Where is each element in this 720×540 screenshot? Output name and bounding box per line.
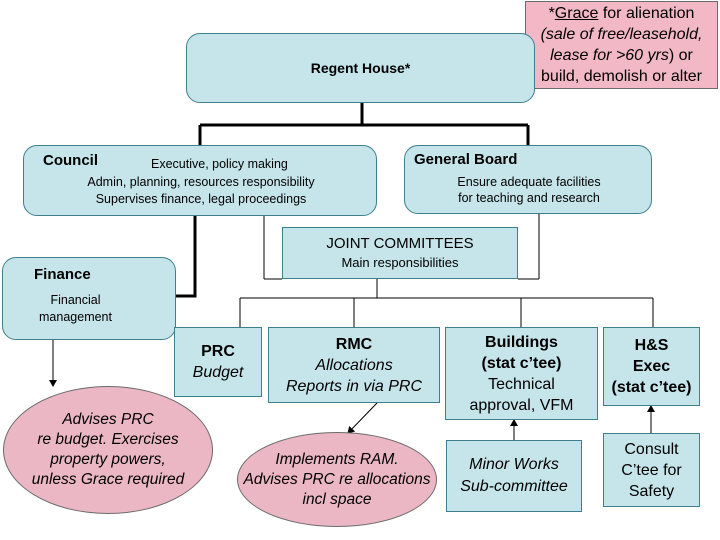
buildings-line-1: Technical [488, 375, 555, 393]
grace-line4: build, demolish or alter [541, 68, 702, 85]
council-line-2: Admin, planning, resources responsibilit… [87, 175, 315, 189]
grace-line1-suffix: for alienation [598, 5, 695, 22]
joint-committees-subtitle: Main responsibilities [341, 255, 459, 270]
rmc-note-line-3: incl space [302, 490, 372, 508]
finance-note-line-1: Advises PRC [62, 411, 154, 428]
rmc-box: RMC Allocations Reports in via PRC [268, 327, 440, 403]
committee-connectors [239, 214, 654, 327]
grace-term: Grace [554, 5, 599, 22]
council-box: Council Executive, policy making Admin, … [23, 145, 377, 216]
hs-exec-title: H&S [634, 337, 669, 354]
finance-note-ellipse: Advises PRC re budget. Exercises propert… [3, 386, 213, 514]
minor-works-box: Minor Works Sub-committee [446, 440, 582, 512]
rmc-note-line-2: Advises PRC re allocations [243, 470, 431, 488]
council-line-1: Executive, policy making [151, 157, 288, 171]
buildings-stat-label: (stat c’tee) [481, 354, 562, 372]
general-board-line-2: for teaching and research [458, 191, 600, 205]
rmc-line-2: Reports in via PRC [285, 377, 423, 395]
finance-note-line-2: re budget. Exercises [37, 431, 179, 448]
finance-line-1: Financial [50, 293, 101, 307]
prc-subtitle: Budget [192, 364, 244, 381]
buildings-title: Buildings [485, 333, 558, 351]
consult-ctee-box: Consult C’tee for Safety [603, 433, 700, 507]
minor-works-line-2: Sub-committee [460, 478, 568, 495]
hs-exec-title-2: Exec [632, 358, 671, 375]
finance-note-line-4: unless Grace required [31, 471, 185, 488]
consult-ctee-line-2: C’tee for [621, 461, 682, 479]
prc-title: PRC [201, 343, 235, 360]
grace-line3-suffix: ) or [668, 47, 693, 64]
grace-line3-italic: lease for >60 yrs [550, 47, 669, 64]
hs-exec-stat-label: (stat c’tee) [611, 379, 692, 396]
rmc-note-line-1: Implements RAM. [275, 450, 399, 468]
council-line-3: Supervises finance, legal proceedings [95, 192, 307, 206]
grace-asterisk: * [548, 5, 555, 22]
grace-line2: (sale of free/leasehold, [540, 26, 703, 43]
rmc-line-1: Allocations [315, 356, 393, 374]
regent-house-box: Regent House* [186, 33, 535, 103]
prc-box: PRC Budget [174, 327, 262, 397]
buildings-box: Buildings (stat c’tee) Technical approva… [445, 327, 598, 420]
general-board-title: General Board [414, 151, 518, 168]
finance-note-line-3: property powers, [50, 451, 166, 468]
grace-note: *Grace for alienation (sale of free/leas… [525, 1, 718, 89]
regent-house-title: Regent House* [310, 60, 411, 76]
joint-committees-title: JOINT COMMITTEES [326, 235, 474, 252]
consult-ctee-line-1: Consult [624, 440, 679, 458]
hs-exec-box: H&S Exec (stat c’tee) [603, 327, 700, 406]
governance-connectors [176, 103, 530, 298]
arrows [49, 340, 655, 440]
finance-line-2: management [39, 310, 112, 324]
finance-box: Finance Financial management [2, 257, 176, 340]
general-board-box: General Board Ensure adequate facilities… [404, 145, 652, 214]
council-title: Council [43, 152, 98, 169]
finance-title: Finance [34, 266, 91, 283]
consult-ctee-line-3: Safety [628, 482, 675, 500]
minor-works-line-1: Minor Works [469, 456, 559, 473]
general-board-line-1: Ensure adequate facilities [457, 175, 601, 189]
buildings-line-2: approval, VFM [469, 396, 574, 414]
rmc-title: RMC [335, 335, 373, 353]
rmc-note-ellipse: Implements RAM. Advises PRC re allocatio… [237, 432, 437, 527]
joint-committees-box: JOINT COMMITTEES Main responsibilities [282, 227, 518, 279]
